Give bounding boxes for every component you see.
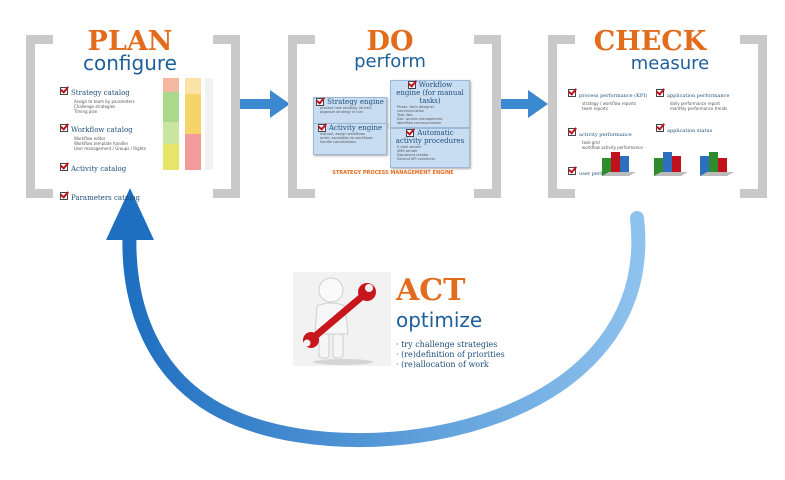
arrow-plan-to-do [235,90,290,118]
act-bullet: · try challenge strategies [396,340,498,349]
act-bullet: · (re)definition of priorities [396,350,505,359]
act-bullet: · (re)allocation of work [396,360,489,369]
check-icon [317,124,326,132]
check-icon [406,129,415,137]
plan-bracket-right [213,35,240,198]
engine-footer-label: STRATEGY PROCESS MANAGEMENT ENGINE [332,170,454,176]
check-icon [60,162,68,171]
activity-engine-title: Activity engine [314,124,386,132]
bar-chart-icon [602,152,636,176]
automatic-procedures-title: Automatic activity procedures [395,129,465,145]
do-subtitle: perform [354,51,426,72]
bar-chart-icon [700,152,734,176]
check-item-activity: activity performance [568,121,658,140]
check-icon [656,88,664,97]
workflow-engine-panel: Workflow engine (for manual tasks) Phase… [390,80,470,128]
do-title: DO [366,26,414,57]
check-icon [60,191,68,200]
do-bracket-right [474,35,501,198]
check-item-application-performance: application performance [656,82,746,101]
automatic-procedures-panel: Automatic activity procedures E-mail sen… [390,128,470,168]
check-title: CHECK [593,26,707,57]
check-icon [407,81,416,89]
plan-item-parameters: Parameters catalog [60,185,170,204]
figure-with-wrench-icon [303,277,376,365]
check-icon [60,123,68,132]
workflow-engine-title: Workflow engine (for manual tasks) [396,81,464,105]
check-item-user: user performance [568,160,658,179]
act-bullet-list: · try challenge strategies · (re)definit… [396,340,536,370]
plan-item-workflow: Workflow catalog [60,117,170,136]
plan-subtitle: configure [83,51,177,75]
act-subtitle: optimize [396,308,483,332]
catalog-color-strips [163,78,213,170]
act-title: ACT [396,273,466,308]
check-right-list: application performance daily performanc… [656,82,746,136]
check-item-process: process performance (KPI) [568,82,658,101]
arrow-do-to-check [496,90,548,118]
strategy-engine-panel: Strategy engine process new strategy (dr… [313,97,387,127]
plan-catalog-list: Strategy catalog Assign to team by param… [60,80,170,204]
wrench-icon [303,283,376,348]
do-bracket-left [288,35,315,198]
plan-title: PLAN [87,26,173,57]
check-icon [568,166,576,175]
check-icon [656,123,664,132]
check-subtitle: measure [630,53,710,74]
plan-item-strategy: Strategy catalog [60,80,170,99]
performance-chart-icons [602,152,734,176]
check-icon [316,98,325,106]
plan-bracket-left [26,35,53,198]
check-bracket-right [740,35,767,198]
check-item-application-status: application status [656,117,746,136]
bar-chart-icon [654,152,688,176]
check-icon [568,127,576,136]
check-bracket-left [548,35,575,198]
check-icon [60,86,68,95]
check-icon [568,88,576,97]
plan-item-activity: Activity catalog [60,156,170,175]
arrow-act-to-plan [106,188,646,448]
activity-engine-panel: Activity engine manual, assign workflows… [313,123,387,155]
strategy-engine-title: Strategy engine [314,98,386,106]
check-left-list: process performance (KPI) strategy / wor… [568,82,658,179]
